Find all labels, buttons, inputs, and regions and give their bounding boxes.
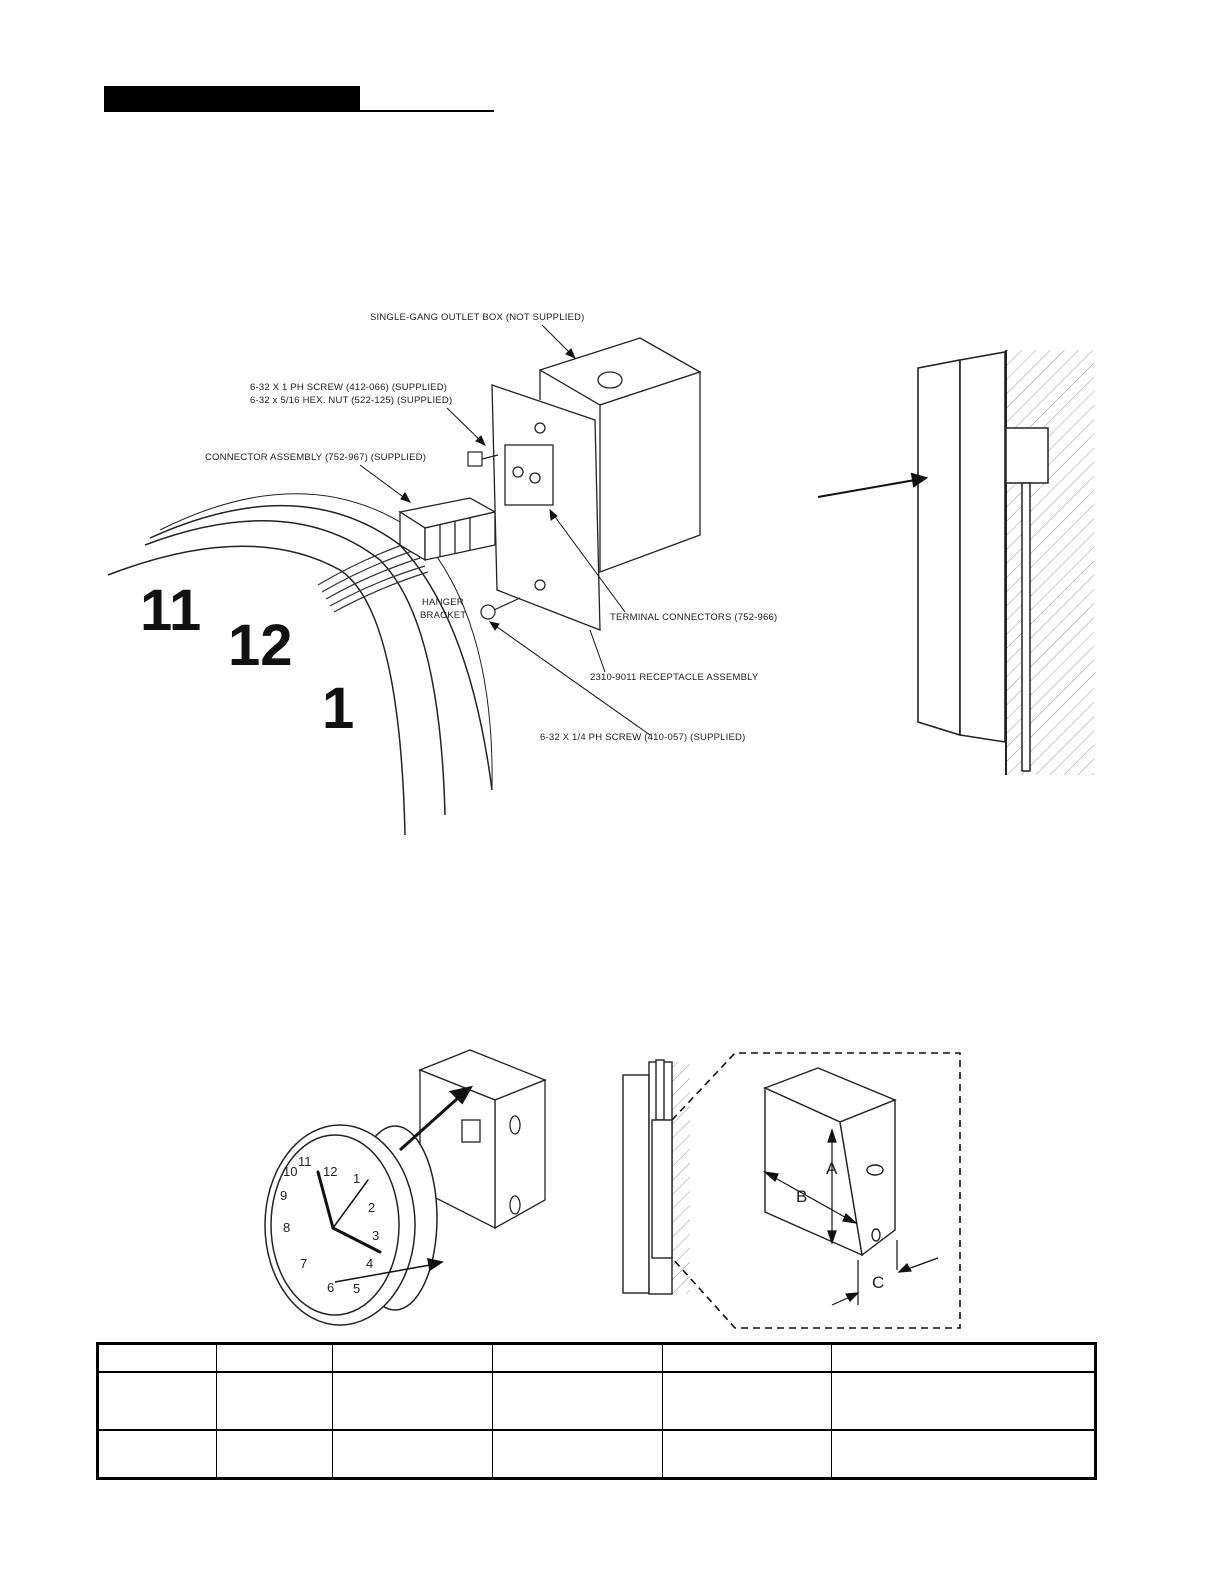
face-numeral-8: 8 — [283, 1220, 290, 1235]
label-hanger-1: HANGER — [422, 597, 464, 608]
label-hanger-2: BRACKET — [420, 610, 466, 621]
connector-assembly — [398, 497, 497, 562]
clock-numeral-1: 1 — [322, 676, 354, 741]
clock-numeral-11: 11 — [140, 578, 201, 643]
face-numeral-12: 12 — [323, 1164, 337, 1179]
section-header-rule — [360, 110, 494, 112]
clock-profile — [917, 351, 1006, 743]
face-numeral-5: 5 — [353, 1281, 360, 1296]
clock-hands — [316, 1170, 382, 1254]
spec-table-header-row — [99, 1345, 1094, 1373]
screw-upper — [467, 451, 499, 467]
face-numeral-1: 1 — [353, 1171, 360, 1186]
receptacle-plate — [491, 384, 601, 631]
clock-body — [264, 1124, 438, 1326]
label-outlet-box: SINGLE-GANG OUTLET BOX (NOT SUPPLIED) — [370, 312, 585, 323]
spec-table-col-divider — [492, 1345, 493, 1477]
mounting-box — [418, 1049, 547, 1230]
dimension-label-b: B — [796, 1187, 807, 1206]
face-numeral-10: 10 — [283, 1164, 297, 1179]
label-terminal: TERMINAL CONNECTORS (752-966) — [610, 612, 777, 623]
clock-face-numerals: 12 1 2 3 4 5 6 7 8 9 10 11 — [280, 1154, 379, 1296]
conduit-profile — [1021, 482, 1031, 772]
figure-side-profile — [817, 350, 1094, 775]
clock-numeral-12: 12 — [228, 613, 293, 678]
dimension-label-c: C — [872, 1273, 884, 1292]
dimension-lines — [763, 1128, 939, 1306]
label-receptacle: 2310-9011 RECEPTACLE ASSEMBLY — [590, 672, 759, 683]
face-numeral-2: 2 — [368, 1200, 375, 1215]
outlet-box — [538, 337, 702, 573]
face-numeral-7: 7 — [300, 1256, 307, 1271]
spec-table-col-divider — [216, 1345, 217, 1477]
wall-hatch-small — [672, 1062, 690, 1294]
detail-callout-outline — [671, 1052, 961, 1329]
face-numeral-4: 4 — [366, 1256, 373, 1271]
wire-bundle — [317, 541, 429, 613]
pointer-arrow — [817, 472, 929, 498]
pointer-arrow-small — [334, 1258, 444, 1283]
figure-clock-mounting: 12 1 2 3 4 5 6 7 8 9 10 11 — [264, 1049, 547, 1326]
spec-table-row — [99, 1371, 1094, 1431]
spec-table-row — [99, 1431, 1094, 1480]
face-numeral-9: 9 — [280, 1188, 287, 1203]
label-connector: CONNECTOR ASSEMBLY (752-967) (SUPPLIED) — [205, 452, 426, 463]
spec-table-col-divider — [831, 1345, 832, 1477]
clock-profile-small — [622, 1059, 673, 1295]
figure-receptacle-assembly: 11 12 1 — [107, 312, 777, 836]
wall-hatch — [1006, 350, 1094, 775]
spec-table-col-divider — [332, 1345, 333, 1477]
insertion-arrow — [398, 1085, 473, 1152]
label-screw-2: 6-32 X 1/4 PH SCREW (410-057) (SUPPLIED) — [540, 732, 745, 743]
face-numeral-6: 6 — [327, 1280, 334, 1295]
face-numeral-3: 3 — [372, 1228, 379, 1243]
mount-box-profile — [1005, 427, 1049, 484]
screw-lower — [480, 597, 521, 620]
section-header-bar — [104, 86, 360, 112]
spec-table-col-divider — [662, 1345, 663, 1477]
spec-table — [96, 1342, 1097, 1480]
dimension-label-a: A — [826, 1159, 838, 1178]
face-numeral-11: 11 — [298, 1154, 312, 1169]
leader-lines — [359, 324, 651, 736]
label-hex-nut: 6-32 x 5/16 HEX. NUT (522-125) (SUPPLIED… — [250, 395, 452, 406]
label-screw-1: 6-32 X 1 PH SCREW (412-066) (SUPPLIED) — [250, 382, 447, 393]
figure-box-dimensions: A B C — [622, 1052, 961, 1329]
